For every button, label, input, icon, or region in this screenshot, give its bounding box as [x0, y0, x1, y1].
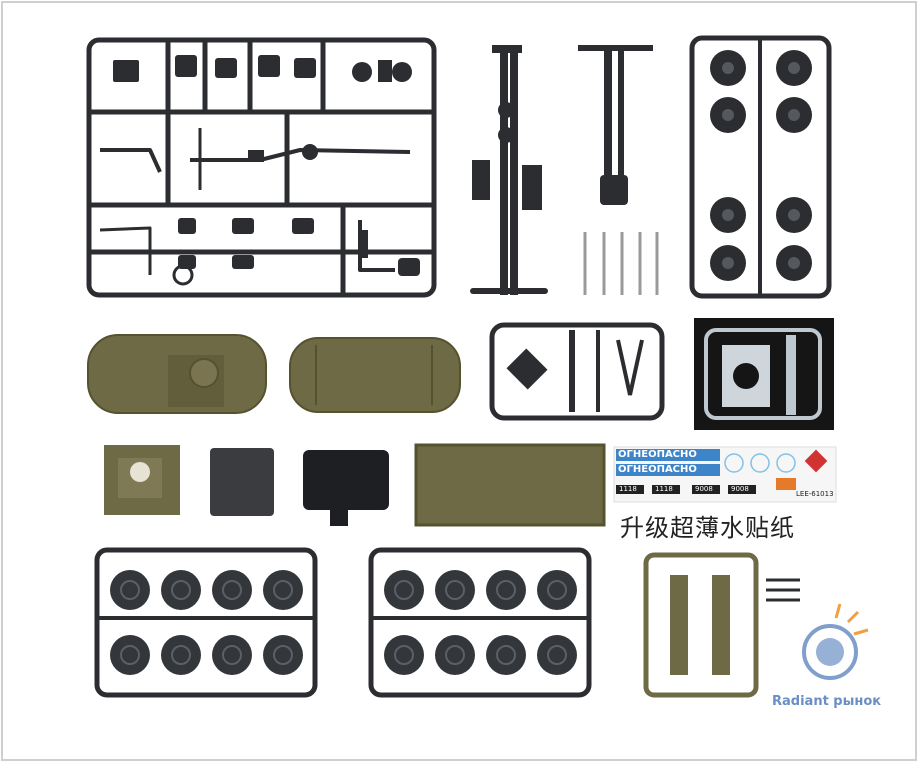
decal-caption: 升级超薄水贴纸: [620, 514, 795, 542]
watermark-brand: Radiant рынок: [772, 694, 882, 709]
sprue-chassis-small-parts: [113, 55, 420, 276]
rear-frame: [578, 45, 653, 205]
decal-plate-4: 9008: [731, 485, 749, 493]
decal-sheet: [613, 446, 837, 503]
decal-plate-1: 1118: [619, 485, 637, 493]
cargo-bed-part: [414, 443, 606, 527]
sprue-wheels-top: [689, 35, 832, 299]
decal-warning-1: ОГНЕОПАСНО: [618, 449, 697, 460]
sprue-wheels-bottom-left: [94, 547, 318, 698]
cab-part: [104, 445, 180, 515]
sprue-small-parts: [489, 322, 665, 421]
sprue-olive-parts: [643, 552, 800, 698]
decal-plate-3: 9008: [695, 485, 713, 493]
clear-parts-sprue: [694, 318, 834, 430]
steering-wheel-part: [172, 264, 194, 286]
sprue-wheels-bottom-middle: [368, 547, 592, 698]
chassis-frame: [470, 45, 548, 295]
engine-part: [303, 450, 389, 526]
decal-warning-2: ОГНЕОПАСНО: [618, 464, 697, 475]
decal-code: LEE-61013: [796, 490, 834, 498]
tank-half-right: [289, 337, 461, 413]
sprue-chassis-parts: [86, 37, 437, 298]
watermark-logo: [802, 603, 869, 680]
metal-pins: [583, 232, 659, 295]
tank-half-left: [87, 334, 267, 414]
decal-plate-2: 1118: [655, 485, 673, 493]
seat-part: [210, 448, 274, 516]
